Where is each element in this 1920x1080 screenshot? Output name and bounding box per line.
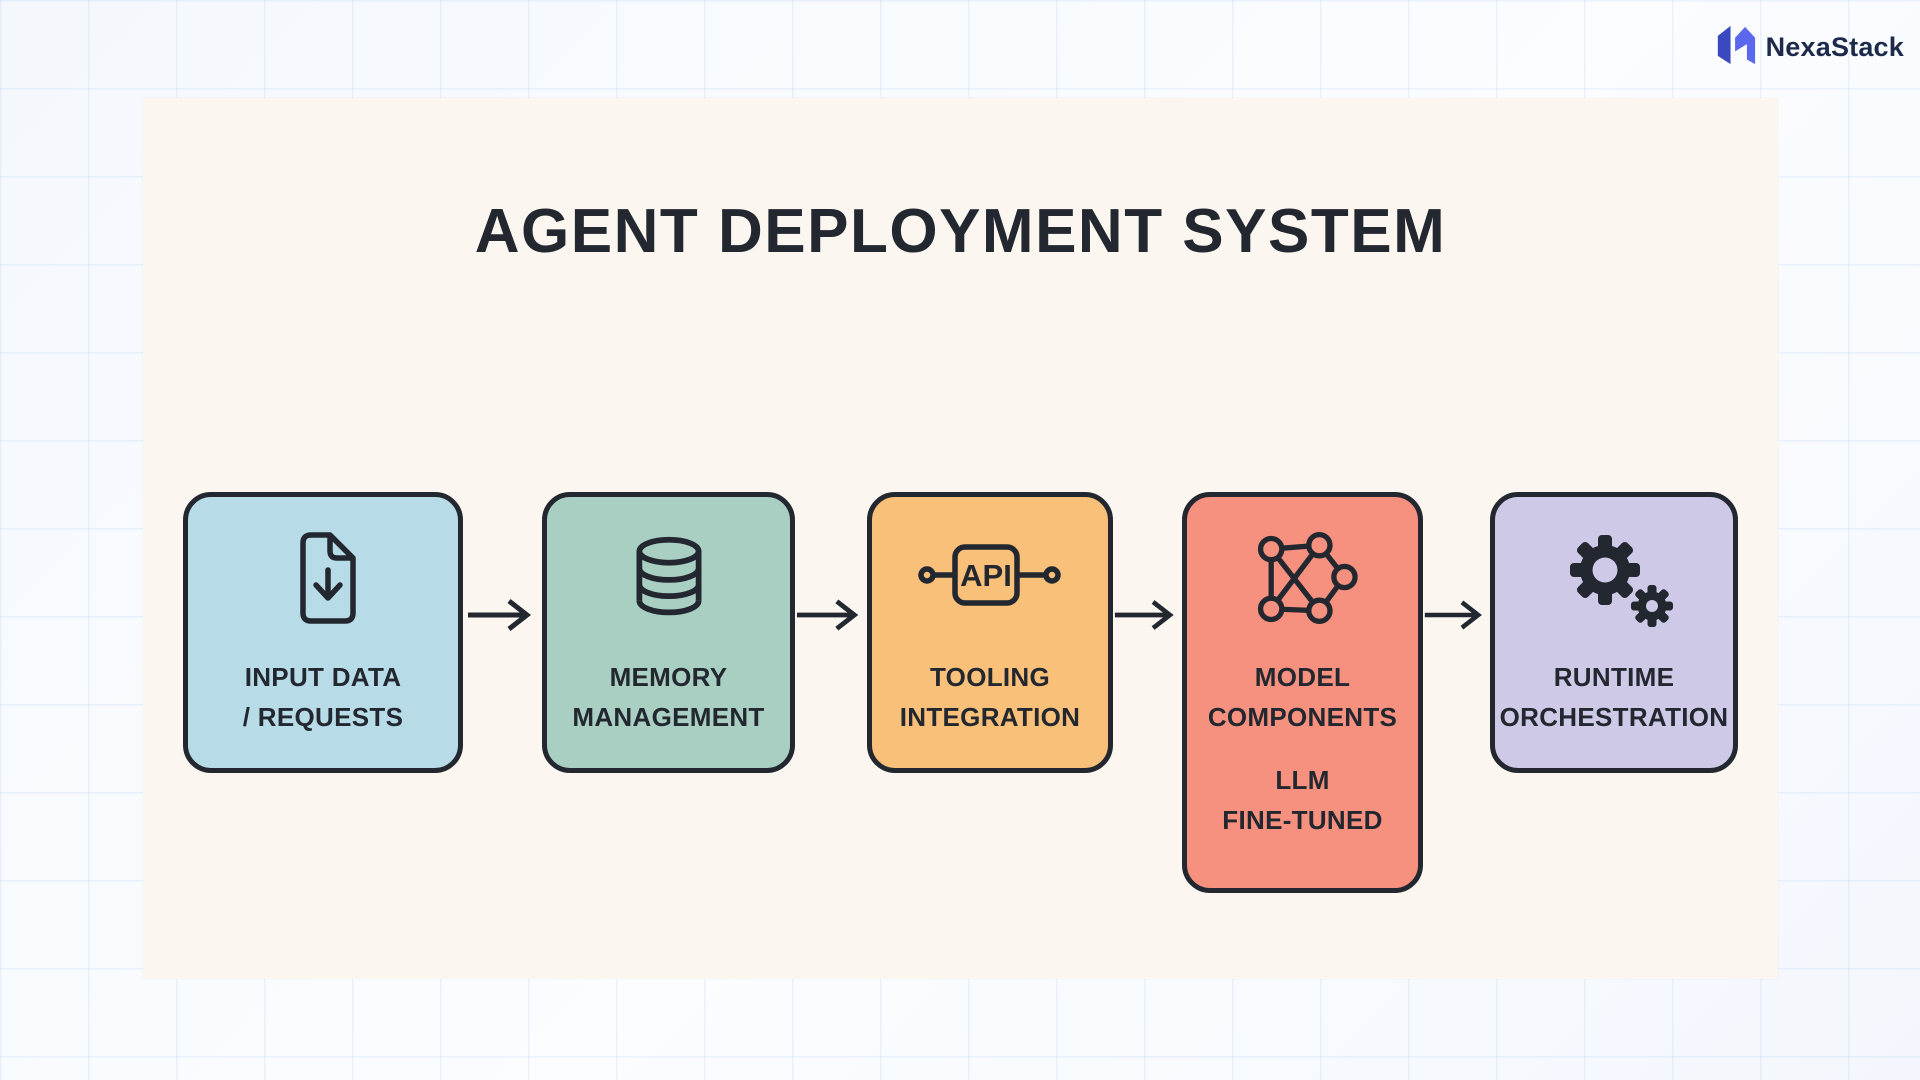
node-tooling-integration: API TOOLING INTEGRATION (867, 492, 1113, 773)
node-label-line: COMPONENTS (1207, 702, 1398, 733)
node-label: MEMORY MANAGEMENT (572, 657, 764, 738)
flow-row: INPUT DATA / REQUESTS ME (143, 492, 1778, 893)
api-chip-icon: API (915, 523, 1065, 633)
node-label-line: MODEL (1254, 662, 1351, 692)
arrow-right-icon (1424, 600, 1482, 630)
arrow-right-icon (1114, 600, 1174, 630)
node-sublabel: LLM FINE-TUNED (1222, 760, 1382, 841)
node-label-line: MANAGEMENT (572, 702, 765, 733)
network-graph-icon (1240, 523, 1366, 633)
node-label-line: RUNTIME (1553, 662, 1675, 692)
nexastack-logo-icon (1716, 22, 1756, 73)
database-icon (626, 523, 712, 633)
brand-logo: NexaStack (1716, 22, 1904, 73)
node-runtime-orchestration: RUNTIME ORCHESTRATION (1490, 492, 1738, 773)
node-label: MODEL COMPONENTS (1208, 657, 1397, 738)
gears-icon (1549, 523, 1679, 633)
node-sublabel-line: LLM (1275, 764, 1330, 795)
brand-name: NexaStack (1765, 32, 1904, 62)
node-model-components: MODEL COMPONENTS LLM FINE-TUNED (1182, 492, 1423, 893)
node-label: TOOLING INTEGRATION (900, 657, 1080, 738)
file-download-icon (285, 523, 361, 633)
node-label-line: / REQUESTS (242, 702, 404, 733)
node-label-line: MEMORY (609, 662, 728, 692)
flow-arrow (463, 492, 542, 635)
node-label: RUNTIME ORCHESTRATION (1500, 657, 1729, 738)
diagram-title: AGENT DEPLOYMENT SYSTEM (474, 197, 1447, 266)
node-input-data-requests: INPUT DATA / REQUESTS (183, 492, 463, 773)
node-label-line: ORCHESTRATION (1499, 702, 1729, 733)
arrow-right-icon (467, 599, 531, 631)
node-memory-management: MEMORY MANAGEMENT (542, 492, 795, 773)
node-label-line: TOOLING (929, 662, 1051, 692)
node-label-line: INTEGRATION (899, 702, 1081, 733)
node-sublabel-line: FINE-TUNED (1222, 804, 1383, 835)
arrow-right-icon (796, 599, 859, 631)
node-label-line: INPUT DATA (244, 662, 402, 692)
node-label: INPUT DATA / REQUESTS (243, 657, 403, 738)
flow-arrow (1423, 492, 1490, 635)
flow-arrow (1113, 492, 1182, 635)
diagram-panel: AGENT DEPLOYMENT SYSTEM INPUT DATA / REQ… (143, 98, 1778, 979)
flow-arrow (795, 492, 867, 635)
api-icon-label: API (960, 558, 1012, 593)
